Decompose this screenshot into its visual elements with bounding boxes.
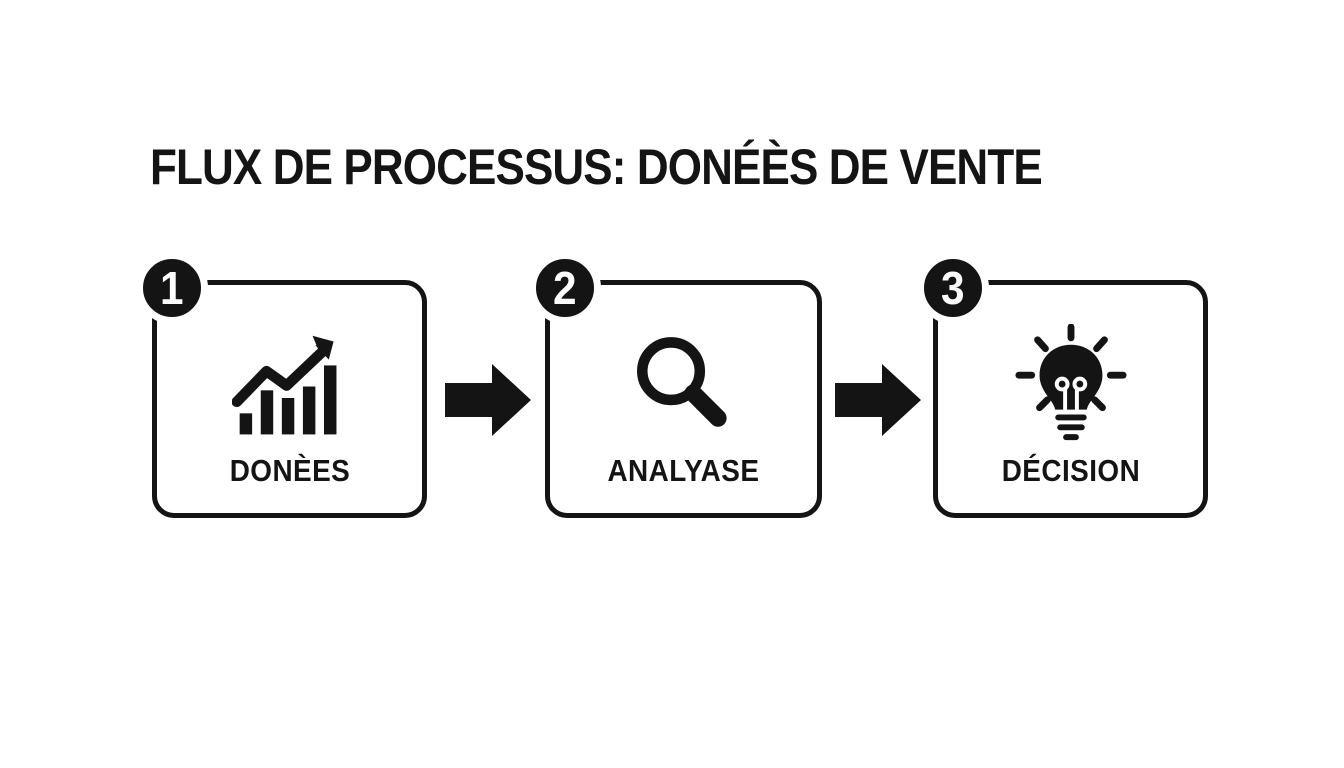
step-number-badge: 2: [529, 252, 601, 324]
step-box-decision: 3: [917, 252, 1208, 518]
step-number-badge: 3: [917, 252, 989, 324]
right-arrow-icon: [835, 364, 921, 436]
step-number: 2: [553, 262, 577, 314]
step-box-analyase: 2 ANALYASE: [529, 252, 822, 518]
step-label: DÉCISION: [1001, 453, 1140, 488]
step-label: ANALYASE: [607, 453, 760, 488]
magnifying-glass-icon: [625, 327, 743, 445]
step-number: 3: [941, 262, 965, 314]
step-box-donees: 1 DONÈES: [136, 252, 427, 518]
step-number: 1: [160, 262, 184, 314]
step-number-badge: 1: [136, 252, 208, 324]
trend-bar-chart-icon: [231, 327, 349, 445]
right-arrow-icon: [445, 364, 531, 436]
lightbulb-icon: [1012, 324, 1130, 445]
diagram-title: FLUX DE PROCESSUS: DONÉÈS DE VENTE: [150, 139, 1043, 195]
step-label: DONÈES: [229, 453, 350, 488]
